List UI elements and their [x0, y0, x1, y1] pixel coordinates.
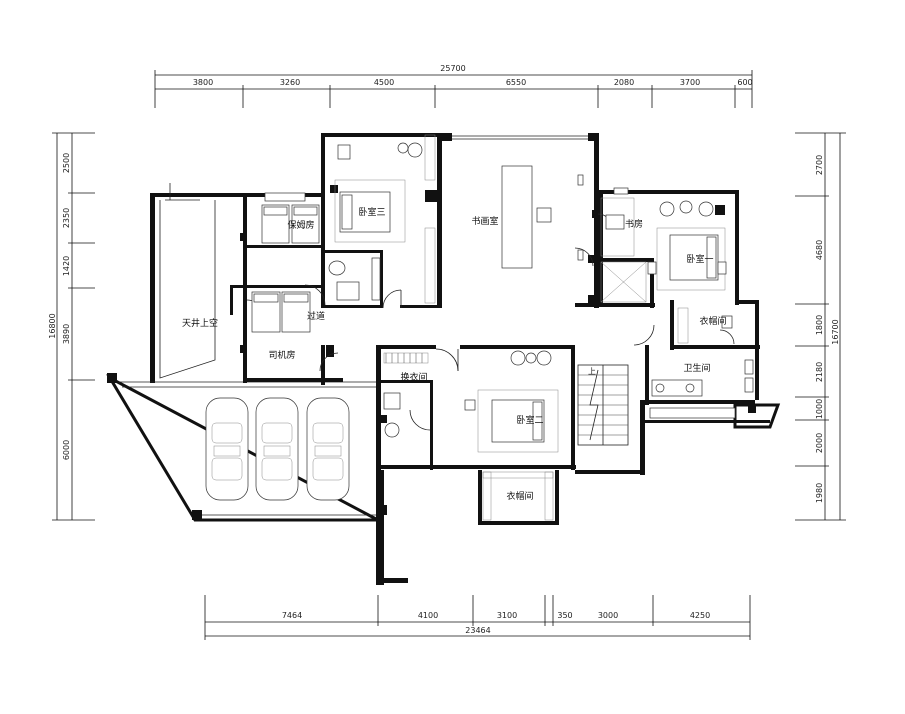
bottom-dimension-3: 3100	[497, 611, 517, 620]
right-dimension-4: 2180	[815, 362, 824, 382]
stair-up-label: 上	[588, 367, 596, 376]
left-dimension-4: 3890	[62, 324, 71, 344]
label-study: 书房	[625, 218, 643, 230]
label-atrium: 天井上空	[182, 317, 218, 329]
left-dimension-2: 2350	[62, 208, 71, 228]
top-dimension-2: 3260	[280, 78, 300, 87]
walls	[105, 133, 781, 585]
label-nanny-room: 保姆房	[287, 219, 314, 231]
bottom-dimension-6: 4250	[690, 611, 710, 620]
top-total-dimension: 25700	[440, 64, 465, 73]
left-total-dimension: 16800	[48, 313, 57, 338]
label-bedroom-3: 卧室三	[358, 206, 385, 218]
right-dimension-1: 2700	[815, 155, 824, 175]
bottom-dimension-4: 350	[557, 611, 572, 620]
left-dimension-5: 6000	[62, 440, 71, 460]
car-3	[306, 397, 350, 501]
bottom-dimension-lines: 7464 4100 3100 350 3000 4250 23464	[204, 595, 751, 640]
left-dimension-3: 1420	[62, 256, 71, 276]
right-dimension-2: 4680	[815, 240, 824, 260]
label-bedroom-2: 卧室二	[516, 414, 543, 426]
top-dimension-3: 4500	[374, 78, 394, 87]
bottom-dimension-1: 7464	[282, 611, 302, 620]
right-dimension-5: 1000	[815, 399, 824, 419]
right-total-dimension: 16700	[831, 319, 840, 344]
right-dimension-3: 1800	[815, 315, 824, 335]
label-closet-bottom: 衣帽间	[506, 490, 533, 502]
top-dimension-5: 2080	[614, 78, 634, 87]
bottom-total-dimension: 23464	[465, 626, 490, 635]
top-dimension-lines: 25700 3800 3260 4500 6550 2080 3700 600	[154, 64, 753, 108]
label-changing-room: 换衣间	[400, 371, 427, 383]
top-dimension-6: 3700	[680, 78, 700, 87]
right-dimension-7: 1980	[815, 483, 824, 503]
bottom-dimension-2: 4100	[418, 611, 438, 620]
label-studio: 书画室	[471, 215, 498, 227]
car-1	[205, 397, 249, 501]
right-dimension-lines: 16700 2700 4680 1800 2180 1000 2000 1980	[795, 132, 846, 521]
right-dimension-6: 2000	[815, 433, 824, 453]
label-bedroom-1: 卧室一	[686, 253, 713, 265]
label-closet-right: 衣帽间	[699, 315, 726, 327]
label-corridor: 过道	[307, 310, 325, 322]
label-driver-room: 司机房	[268, 349, 295, 361]
car-2	[255, 397, 299, 501]
top-dimension-4: 6550	[506, 78, 526, 87]
garage-cars	[205, 397, 350, 501]
furniture	[165, 134, 754, 521]
top-dimension-7: 600	[737, 78, 752, 87]
label-bathroom: 卫生间	[683, 362, 710, 374]
left-dimension-lines: 16800 2500 2350 1420 3890 6000	[48, 132, 95, 521]
room-labels: 卧室三 书画室 保姆房 天井上空 过道 司机房 书房 卧室一 衣帽间 卫生间 换…	[182, 206, 727, 502]
bottom-dimension-5: 3000	[598, 611, 618, 620]
top-dimension-1: 3800	[193, 78, 213, 87]
left-dimension-1: 2500	[62, 153, 71, 173]
doors	[246, 213, 735, 431]
